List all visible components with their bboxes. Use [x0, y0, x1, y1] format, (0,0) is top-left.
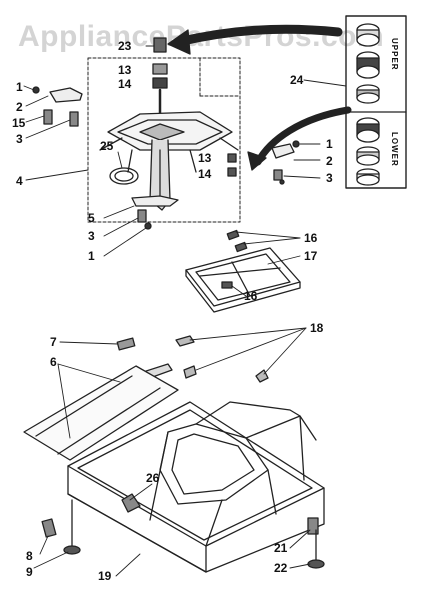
callout-2-right: 2 — [326, 154, 333, 168]
callout-19: 19 — [98, 569, 112, 583]
leveling-legs — [41, 499, 325, 569]
pointer-arrow-upper — [173, 24, 343, 47]
pointer-arrowhead-upper — [167, 29, 191, 55]
bearing-inset — [345, 15, 407, 189]
pulley-ring — [109, 167, 139, 185]
upper-label: UPPER — [390, 38, 399, 71]
callout-14-right: 14 — [198, 167, 212, 181]
lower-clip-parts — [131, 195, 179, 230]
upper-bearing-stack — [356, 23, 380, 104]
callout-23: 23 — [118, 39, 132, 53]
callout-3-right: 3 — [326, 171, 333, 185]
callout-13-right: 13 — [198, 151, 212, 165]
callout-1: 1 — [16, 80, 23, 94]
callout-2: 2 — [16, 100, 23, 114]
callout-17: 17 — [304, 249, 318, 263]
callout-6: 6 — [50, 355, 57, 369]
pointer-arrowhead-lower — [247, 151, 267, 171]
callout-3-lower: 3 — [88, 229, 95, 243]
callout-3: 3 — [16, 132, 23, 146]
callout-16: 16 — [304, 231, 318, 245]
callout-13: 13 — [118, 63, 132, 77]
callout-1-lower: 1 — [88, 249, 95, 263]
gearcase-dashed-box — [87, 57, 241, 223]
left-clip-parts — [32, 86, 83, 127]
callout-8: 8 — [26, 549, 33, 563]
pointer-arrow-lower — [254, 106, 352, 166]
callout-5: 5 — [88, 211, 95, 225]
callout-15: 15 — [12, 116, 26, 130]
callout-26: 26 — [146, 471, 160, 485]
base-frame — [23, 365, 325, 573]
lower-label: LOWER — [390, 132, 399, 167]
leader-lines — [23, 45, 347, 577]
callout-9: 9 — [26, 565, 33, 579]
callout-18: 18 — [310, 321, 324, 335]
callout-16-lower: 16 — [244, 289, 258, 303]
support-frame — [185, 229, 301, 313]
callout-4: 4 — [16, 174, 23, 188]
callout-25: 25 — [100, 139, 114, 153]
callout-14: 14 — [118, 77, 132, 91]
callout-22: 22 — [274, 561, 288, 575]
callout-24: 24 — [290, 73, 304, 87]
callout-7: 7 — [50, 335, 57, 349]
callout-1-right: 1 — [326, 137, 333, 151]
gearcase-assembly — [99, 111, 239, 211]
callout-21: 21 — [274, 541, 288, 555]
right-clip-parts — [227, 140, 300, 185]
lower-bearing-stack — [356, 117, 380, 186]
